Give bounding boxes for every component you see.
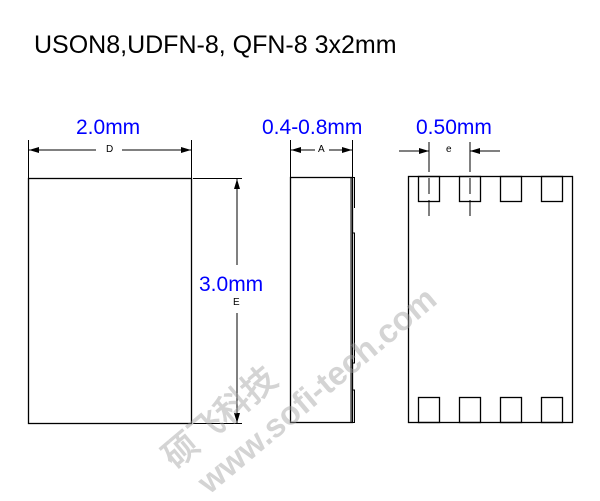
dimension-e-letter: E bbox=[233, 297, 240, 308]
dimension-e-value: 3.0mm bbox=[199, 273, 264, 296]
page-title: USON8,UDFN-8, QFN-8 3x2mm bbox=[34, 31, 397, 59]
bottom-view bbox=[399, 142, 574, 424]
side-view bbox=[289, 140, 355, 424]
dimension-pitch-letter: e bbox=[446, 144, 452, 155]
dimension-d-letter: D bbox=[106, 144, 114, 155]
dimension-a-letter: A bbox=[318, 144, 325, 155]
dimension-a-value: 0.4-0.8mm bbox=[262, 116, 363, 139]
dimension-pitch-value: 0.50mm bbox=[416, 116, 492, 139]
top-view bbox=[27, 140, 242, 425]
dimension-d-value: 2.0mm bbox=[76, 116, 141, 139]
